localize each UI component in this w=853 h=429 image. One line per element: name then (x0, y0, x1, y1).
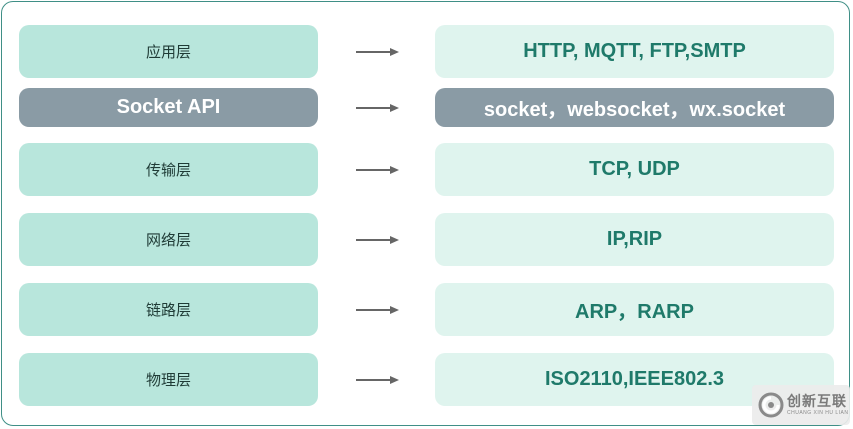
layer-box-physical: 物理层 (19, 353, 318, 406)
protocol-box-link: ARP，RARP (435, 283, 834, 336)
watermark-text: 创新互联 CHUANG XIN HU LIAN (787, 395, 849, 416)
arrow-icon (356, 305, 400, 315)
layer-row-link: 链路层 ARP，RARP (0, 283, 853, 336)
layer-box-socket-api: Socket API (19, 88, 318, 127)
swirl-logo-icon (758, 392, 784, 418)
layer-box-application: 应用层 (19, 25, 318, 78)
arrow-icon (356, 103, 400, 113)
arrow-icon (356, 47, 400, 57)
protocol-box-socket-api: socket，websocket，wx.socket (435, 88, 834, 127)
layer-row-transport: 传输层 TCP, UDP (0, 143, 853, 196)
layer-row-socket-api: Socket API socket，websocket，wx.socket (0, 88, 853, 127)
protocol-box-network: IP,RIP (435, 213, 834, 266)
layer-box-link: 链路层 (19, 283, 318, 336)
watermark-logo: 创新互联 CHUANG XIN HU LIAN (752, 385, 850, 425)
layer-box-transport: 传输层 (19, 143, 318, 196)
watermark-name: 创新互联 (787, 393, 847, 410)
arrow-icon (356, 375, 400, 385)
protocol-box-transport: TCP, UDP (435, 143, 834, 196)
layer-row-physical: 物理层 ISO2110,IEEE802.3 (0, 353, 853, 406)
layer-box-network: 网络层 (19, 213, 318, 266)
arrow-icon (356, 165, 400, 175)
watermark-subtitle: CHUANG XIN HU LIAN (787, 409, 849, 416)
protocol-box-application: HTTP, MQTT, FTP,SMTP (435, 25, 834, 78)
layer-row-network: 网络层 IP,RIP (0, 213, 853, 266)
layer-row-application: 应用层 HTTP, MQTT, FTP,SMTP (0, 25, 853, 78)
arrow-icon (356, 235, 400, 245)
